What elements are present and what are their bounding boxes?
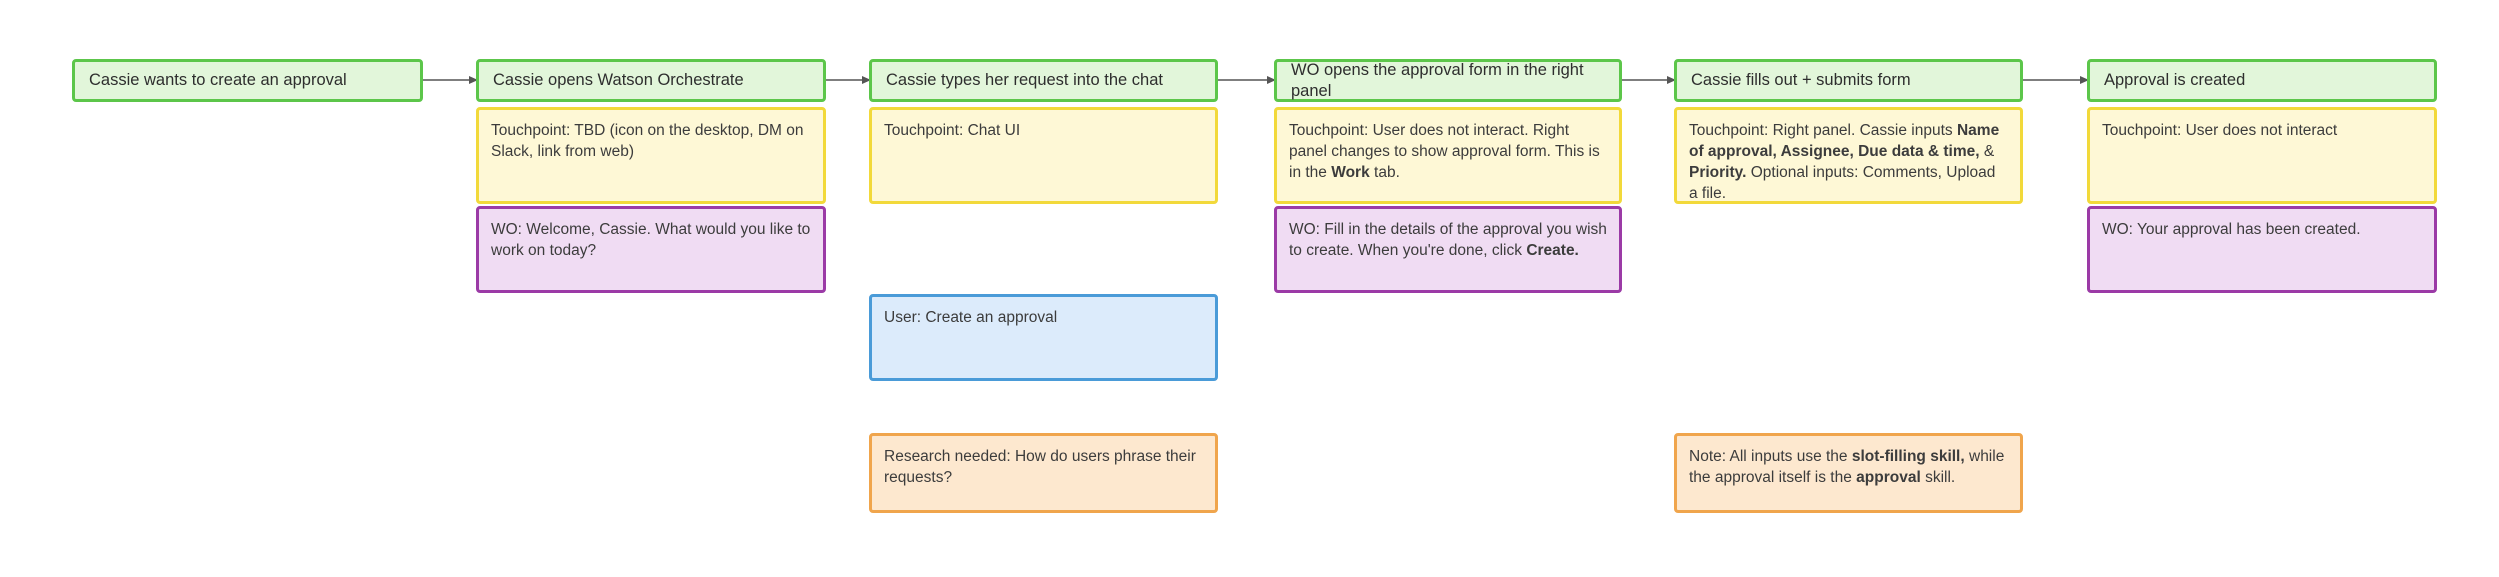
step-1-title: Cassie wants to create an approval	[89, 71, 347, 89]
step-3-header: Cassie types her request into the chat	[869, 59, 1218, 102]
step-2-wo-text: WO: Welcome, Cassie. What would you like…	[491, 221, 811, 259]
step-6-header: Approval is created	[2087, 59, 2437, 102]
step-2-header: Cassie opens Watson Orchestrate	[476, 59, 826, 102]
step-2-touchpoint-text: Touchpoint: TBD (icon on the desktop, DM…	[491, 122, 804, 160]
step-4-touchpoint-card: Touchpoint: User does not interact. Righ…	[1274, 107, 1622, 204]
step-2-wo-card: WO: Welcome, Cassie. What would you like…	[476, 206, 826, 293]
step-3-touchpoint-text: Touchpoint: Chat UI	[884, 122, 1021, 139]
step-5-header: Cassie fills out + submits form	[1674, 59, 2023, 102]
step-4-touchpoint-part-c: tab.	[1369, 164, 1400, 181]
step-5-touchpoint-part-a: Touchpoint: Right panel. Cassie inputs	[1689, 122, 1957, 139]
step-4-wo-part-a: WO: Fill in the details of the approval …	[1289, 221, 1607, 259]
step-4-touchpoint-work-tab: Work	[1331, 164, 1370, 181]
step-4-touchpoint-text: Touchpoint: User does not interact. Righ…	[1289, 120, 1607, 183]
step-2-title: Cassie opens Watson Orchestrate	[493, 71, 744, 89]
step-3-user-card: User: Create an approval	[869, 294, 1218, 381]
step-5-note-card: Note: All inputs use the slot-filling sk…	[1674, 433, 2023, 513]
step-5-touchpoint-priority: Priority.	[1689, 164, 1747, 181]
step-3-user-text: User: Create an approval	[884, 309, 1058, 326]
step-6-wo-card: WO: Your approval has been created.	[2087, 206, 2437, 293]
step-2-touchpoint-card: Touchpoint: TBD (icon on the desktop, DM…	[476, 107, 826, 204]
step-4-title: WO opens the approval form in the right …	[1291, 60, 1584, 100]
step-3-touchpoint-card: Touchpoint: Chat UI	[869, 107, 1218, 204]
step-4-wo-card: WO: Fill in the details of the approval …	[1274, 206, 1622, 293]
step-5-title: Cassie fills out + submits form	[1691, 71, 1911, 89]
step-5-touchpoint-part-c: &	[1979, 143, 1995, 160]
step-5-note-text: Note: All inputs use the slot-filling sk…	[1689, 446, 2008, 488]
step-5-touchpoint-part-e: Optional inputs: Comments, Upload a file…	[1689, 164, 1996, 202]
step-6-wo-text: WO: Your approval has been created.	[2102, 221, 2361, 238]
step-4-wo-create: Create.	[1526, 242, 1579, 259]
step-3-research-card: Research needed: How do users phrase the…	[869, 433, 1218, 513]
step-6-touchpoint-card: Touchpoint: User does not interact	[2087, 107, 2437, 204]
step-4-wo-text: WO: Fill in the details of the approval …	[1289, 219, 1607, 261]
step-5-touchpoint-inputs: Name of approval, Assignee, Due data & t…	[1689, 122, 2000, 160]
step-5-touchpoint-text: Touchpoint: Right panel. Cassie inputs N…	[1689, 120, 2008, 204]
step-5-note-part-a: Note: All inputs use the	[1689, 448, 1852, 465]
step-5-note-part-c: while the approval itself is the	[1689, 448, 2005, 486]
step-5-note-slot-filling: slot-filling skill,	[1851, 448, 1965, 465]
step-3-title: Cassie types her request into the chat	[886, 71, 1163, 89]
step-5-note-approval: approval	[1856, 469, 1921, 486]
step-3-research-text: Research needed: How do users phrase the…	[884, 448, 1196, 486]
step-4-header: WO opens the approval form in the right …	[1274, 59, 1622, 102]
step-4-touchpoint-part-a: Touchpoint: User does not interact. Righ…	[1289, 122, 1600, 181]
step-6-touchpoint-text: Touchpoint: User does not interact	[2102, 122, 2338, 139]
step-5-touchpoint-card: Touchpoint: Right panel. Cassie inputs N…	[1674, 107, 2023, 204]
step-6-title: Approval is created	[2104, 71, 2246, 89]
step-5-note-part-e: skill.	[1920, 469, 1956, 486]
step-1-header: Cassie wants to create an approval	[72, 59, 423, 102]
